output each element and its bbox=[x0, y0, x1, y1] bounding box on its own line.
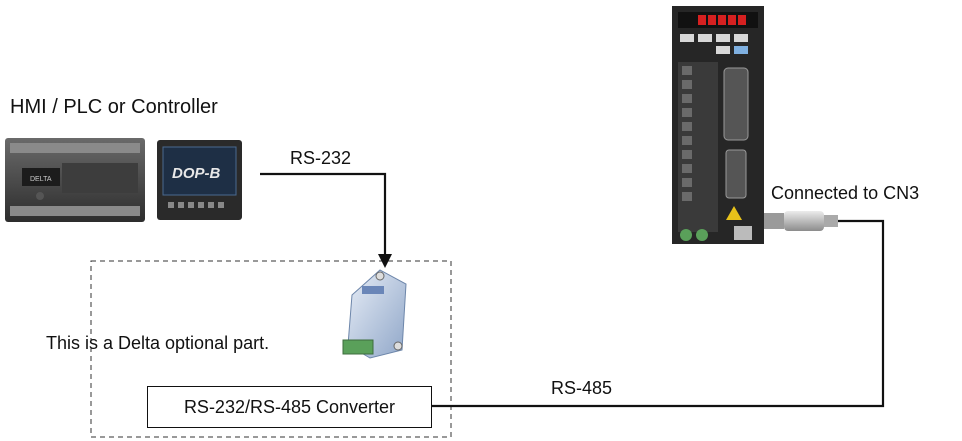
converter-label: RS-232/RS-485 Converter bbox=[183, 396, 396, 417]
cn3-label: Connected to CN3 bbox=[771, 183, 920, 203]
optional-part-region bbox=[90, 260, 452, 438]
rs485-label: RS-485 bbox=[551, 378, 613, 398]
hmi-brand-text: DOP-B bbox=[172, 165, 221, 182]
optional-part-note: This is a Delta optional part. bbox=[46, 333, 270, 353]
plc-brand-text: DELTA bbox=[30, 176, 52, 183]
hmi-device: DOP-B bbox=[157, 140, 242, 220]
rs232-wire bbox=[260, 172, 387, 255]
rs232-label: RS-232 bbox=[290, 148, 352, 168]
cn3-cable-plug bbox=[764, 211, 838, 231]
rs232-arrowhead bbox=[378, 254, 392, 268]
converter-label-box: RS-232/RS-485 Converter bbox=[147, 386, 432, 428]
servo-drive bbox=[672, 6, 764, 244]
rs485-wire bbox=[432, 219, 885, 408]
converter-device bbox=[342, 269, 407, 359]
plc-device: DELTA bbox=[5, 138, 145, 222]
controller-title: HMI / PLC or Controller bbox=[10, 96, 218, 118]
